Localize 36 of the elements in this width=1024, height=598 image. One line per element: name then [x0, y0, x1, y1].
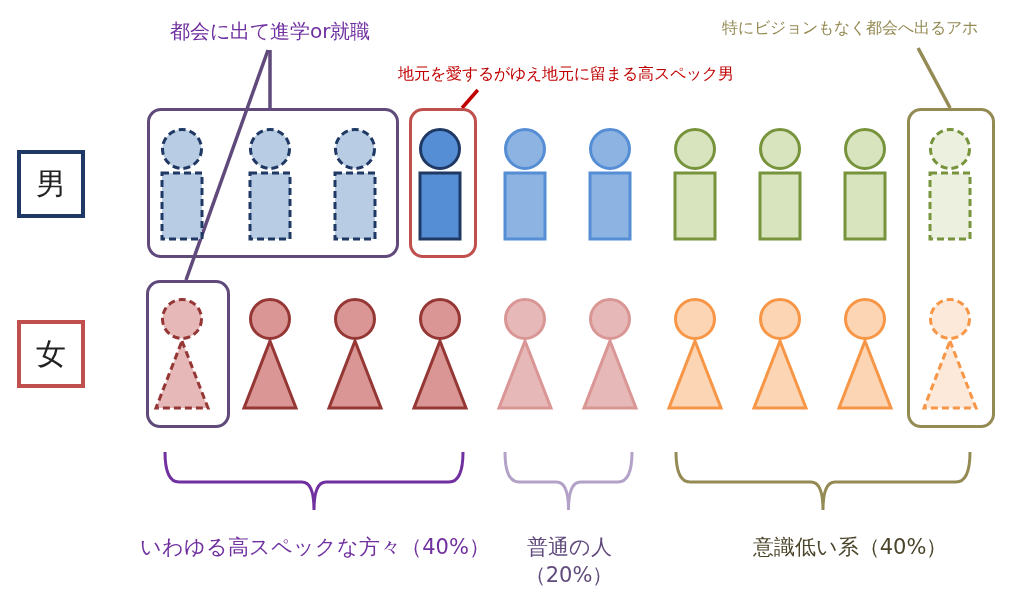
woman-figure	[667, 297, 723, 410]
group-outline	[147, 108, 399, 258]
group-outline	[146, 280, 230, 428]
woman-figure	[582, 297, 638, 410]
callout-text: 都会に出て進学or就職	[170, 18, 371, 45]
woman-figure	[752, 297, 808, 410]
group-outline	[409, 108, 477, 258]
group-outline	[907, 108, 995, 428]
man-figure	[333, 127, 377, 241]
woman-figure	[327, 297, 383, 410]
callout-text: 地元を愛するがゆえ地元に留まる高スペック男	[398, 64, 734, 85]
gender-tag: 女	[17, 320, 85, 388]
group-caption: 意識低い系（40%）	[751, 534, 949, 561]
group-caption: いわゆる高スペックな方々（40%）	[140, 534, 490, 561]
man-figure	[588, 127, 632, 241]
man-figure	[673, 127, 717, 241]
leader-line	[268, 50, 272, 108]
man-figure	[418, 127, 462, 241]
man-figure	[503, 127, 547, 241]
man-figure	[758, 127, 802, 241]
woman-figure	[412, 297, 468, 410]
man-figure	[248, 127, 292, 241]
woman-figure	[497, 297, 553, 410]
woman-figure	[242, 297, 298, 410]
leader-line	[184, 49, 270, 281]
man-figure	[160, 127, 204, 241]
woman-figure	[922, 297, 978, 410]
man-figure	[843, 127, 887, 241]
leader-line	[916, 47, 952, 109]
leader-line	[460, 88, 480, 110]
man-figure	[928, 127, 972, 241]
gender-tag: 男	[17, 150, 85, 218]
woman-figure	[837, 297, 893, 410]
woman-figure	[154, 297, 210, 410]
callout-text: 特にビジョンもなく都会へ出るアホ	[722, 18, 978, 39]
group-caption: 普通の人（20%）	[523, 534, 615, 589]
